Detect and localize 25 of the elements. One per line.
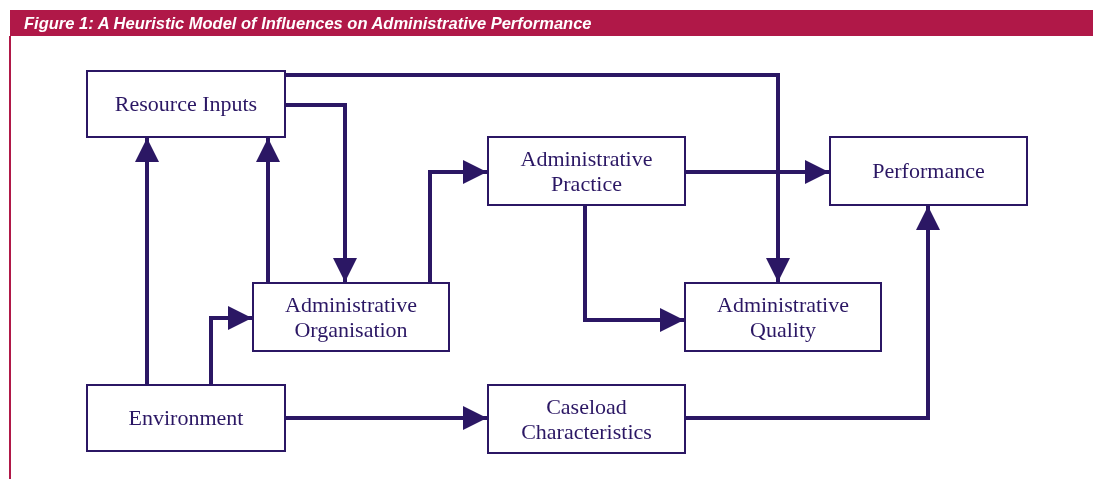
arrow (286, 406, 487, 430)
process-box (829, 136, 1028, 206)
process-box (86, 70, 286, 138)
arrow (286, 73, 790, 282)
process-box (86, 384, 286, 452)
arrow (286, 103, 357, 282)
arrow (428, 160, 487, 282)
box-label: Resource Inputs (114, 91, 258, 117)
process-box (252, 282, 450, 352)
box-label: Administrative Quality (716, 291, 850, 343)
box-label: Environment (128, 405, 244, 431)
figure-title: Figure 1: A Heuristic Model of Influences on Administrative Performance (24, 13, 592, 33)
box-label: Administrative Practice (519, 145, 654, 197)
process-box (487, 136, 686, 206)
box-label: Administrative Organisation (284, 291, 418, 343)
box-label: Performance (872, 158, 985, 184)
arrow (686, 160, 829, 184)
arrow (583, 206, 684, 332)
process-box (684, 282, 882, 352)
process-box (487, 384, 686, 454)
arrow (209, 306, 252, 384)
arrow (135, 138, 159, 384)
arrow (686, 206, 940, 420)
box-label: Caseload Characteristics (520, 393, 653, 445)
arrow (256, 138, 280, 282)
